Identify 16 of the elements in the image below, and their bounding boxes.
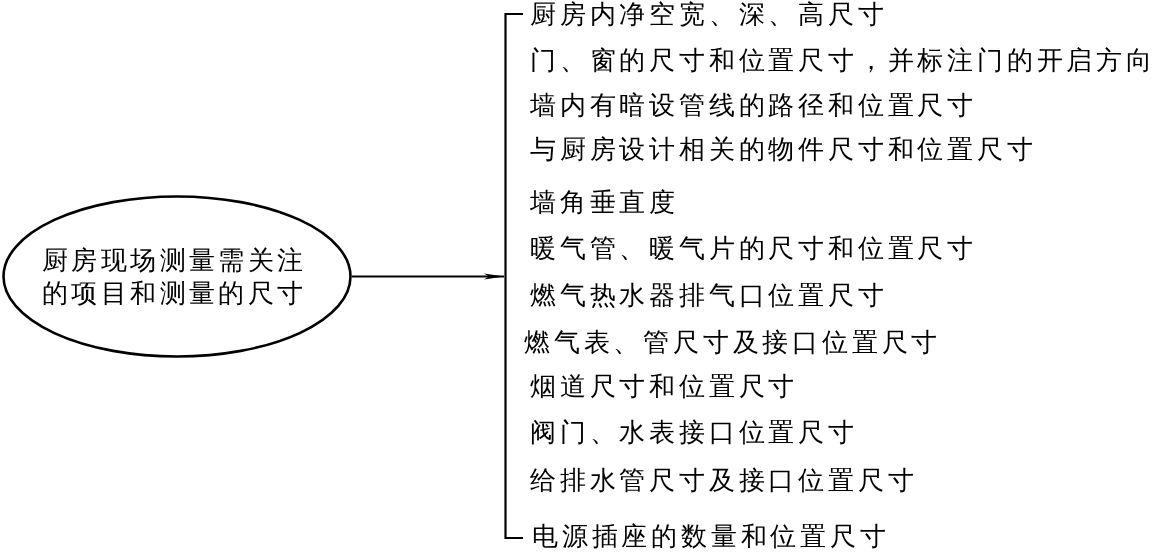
list-item-text: 给排水管尺寸及接口位置尺寸 (530, 465, 918, 495)
list-item-text: 阀门、水表接口位置尺寸 (530, 417, 858, 447)
list-item-text: 电源插座的数量和位置尺寸 (532, 521, 890, 551)
arrow (351, 273, 505, 280)
list-item-text: 燃气表、管尺寸及接口位置尺寸 (524, 327, 942, 357)
list-item-text: 燃气热水器排气口位置尺寸 (530, 280, 888, 310)
bracket (504, 13, 524, 539)
list-item-text: 墙内有暗设管线的路径和位置尺寸 (530, 90, 977, 120)
ellipse-node (2, 195, 352, 358)
list-item-text: 烟道尺寸和位置尺寸 (530, 371, 799, 401)
list-item-text: 墙角垂直度 (530, 187, 679, 217)
list-item-text: 暖气管、暖气片的尺寸和位置尺寸 (530, 233, 977, 263)
node-label: 厨房现场测量需关注的项目和测量的尺寸 (42, 243, 308, 310)
list-item-text: 厨房内净空宽、深、高尺寸 (530, 0, 888, 29)
list-item-text: 门、窗的尺寸和位置尺寸，并标注门的开启方向 (530, 45, 1156, 75)
list-item-text: 与厨房设计相关的物件尺寸和位置尺寸 (530, 134, 1037, 164)
